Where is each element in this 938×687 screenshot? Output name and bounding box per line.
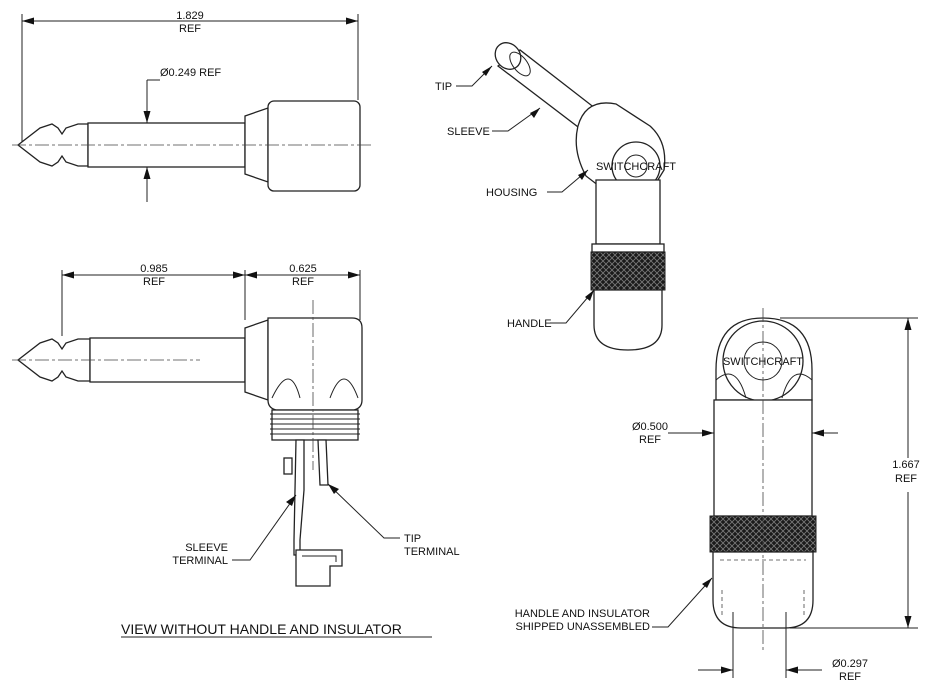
tip-diameter-label: Ø0.249 REF <box>160 67 221 79</box>
overall-length-ref: REF <box>179 23 201 35</box>
overall-length-value: 1.829 <box>176 10 204 22</box>
plug-housing <box>267 100 361 192</box>
bottom-diameter-value: Ø0.297 <box>832 658 868 670</box>
housing-length-value: 0.625 <box>289 263 317 275</box>
terminal-foot <box>295 549 343 587</box>
iso-handle-label: HANDLE <box>507 318 552 330</box>
handle-insulator-label-2: SHIPPED UNASSEMBLED <box>516 621 651 633</box>
bottom-diameter-ref: REF <box>839 671 861 683</box>
top-side-view <box>12 14 372 202</box>
handle-insulator-label-1: HANDLE AND INSULATOR <box>515 608 650 620</box>
view-caption: VIEW WITHOUT HANDLE AND INSULATOR <box>121 621 402 637</box>
height-value: 1.667 <box>892 459 920 471</box>
sleeve-terminal-label-2: TERMINAL <box>172 555 228 567</box>
iso-insulator <box>593 289 663 351</box>
isometric-view <box>456 42 666 351</box>
tip-terminal-label-2: TERMINAL <box>404 546 460 558</box>
iso-knurled-grip <box>590 251 666 291</box>
height-ref: REF <box>895 473 917 485</box>
iso-logo-text: SWITCHCRAFT <box>596 161 676 173</box>
front-view <box>652 308 918 678</box>
tip-terminal-label-1: TIP <box>404 533 421 545</box>
middle-side-view <box>12 270 432 638</box>
housing-elbow <box>267 317 363 411</box>
iso-sleeve-label: SLEEVE <box>447 126 490 138</box>
plug-length-value: 0.985 <box>140 263 168 275</box>
tip-terminal <box>317 439 329 486</box>
thread-bushing <box>271 409 359 441</box>
handle-diameter-value: Ø0.500 <box>632 421 668 433</box>
plug-length-ref: REF <box>143 276 165 288</box>
front-logo-text: SWITCHCRAFT <box>723 356 803 368</box>
housing-length-ref: REF <box>292 276 314 288</box>
iso-tip-label: TIP <box>435 81 452 93</box>
iso-plug-tip <box>494 42 522 70</box>
sleeve-terminal-label-1: SLEEVE <box>185 542 228 554</box>
iso-housing-label: HOUSING <box>486 187 537 199</box>
handle-diameter-ref: REF <box>639 434 661 446</box>
sleeve-terminal <box>293 439 305 556</box>
